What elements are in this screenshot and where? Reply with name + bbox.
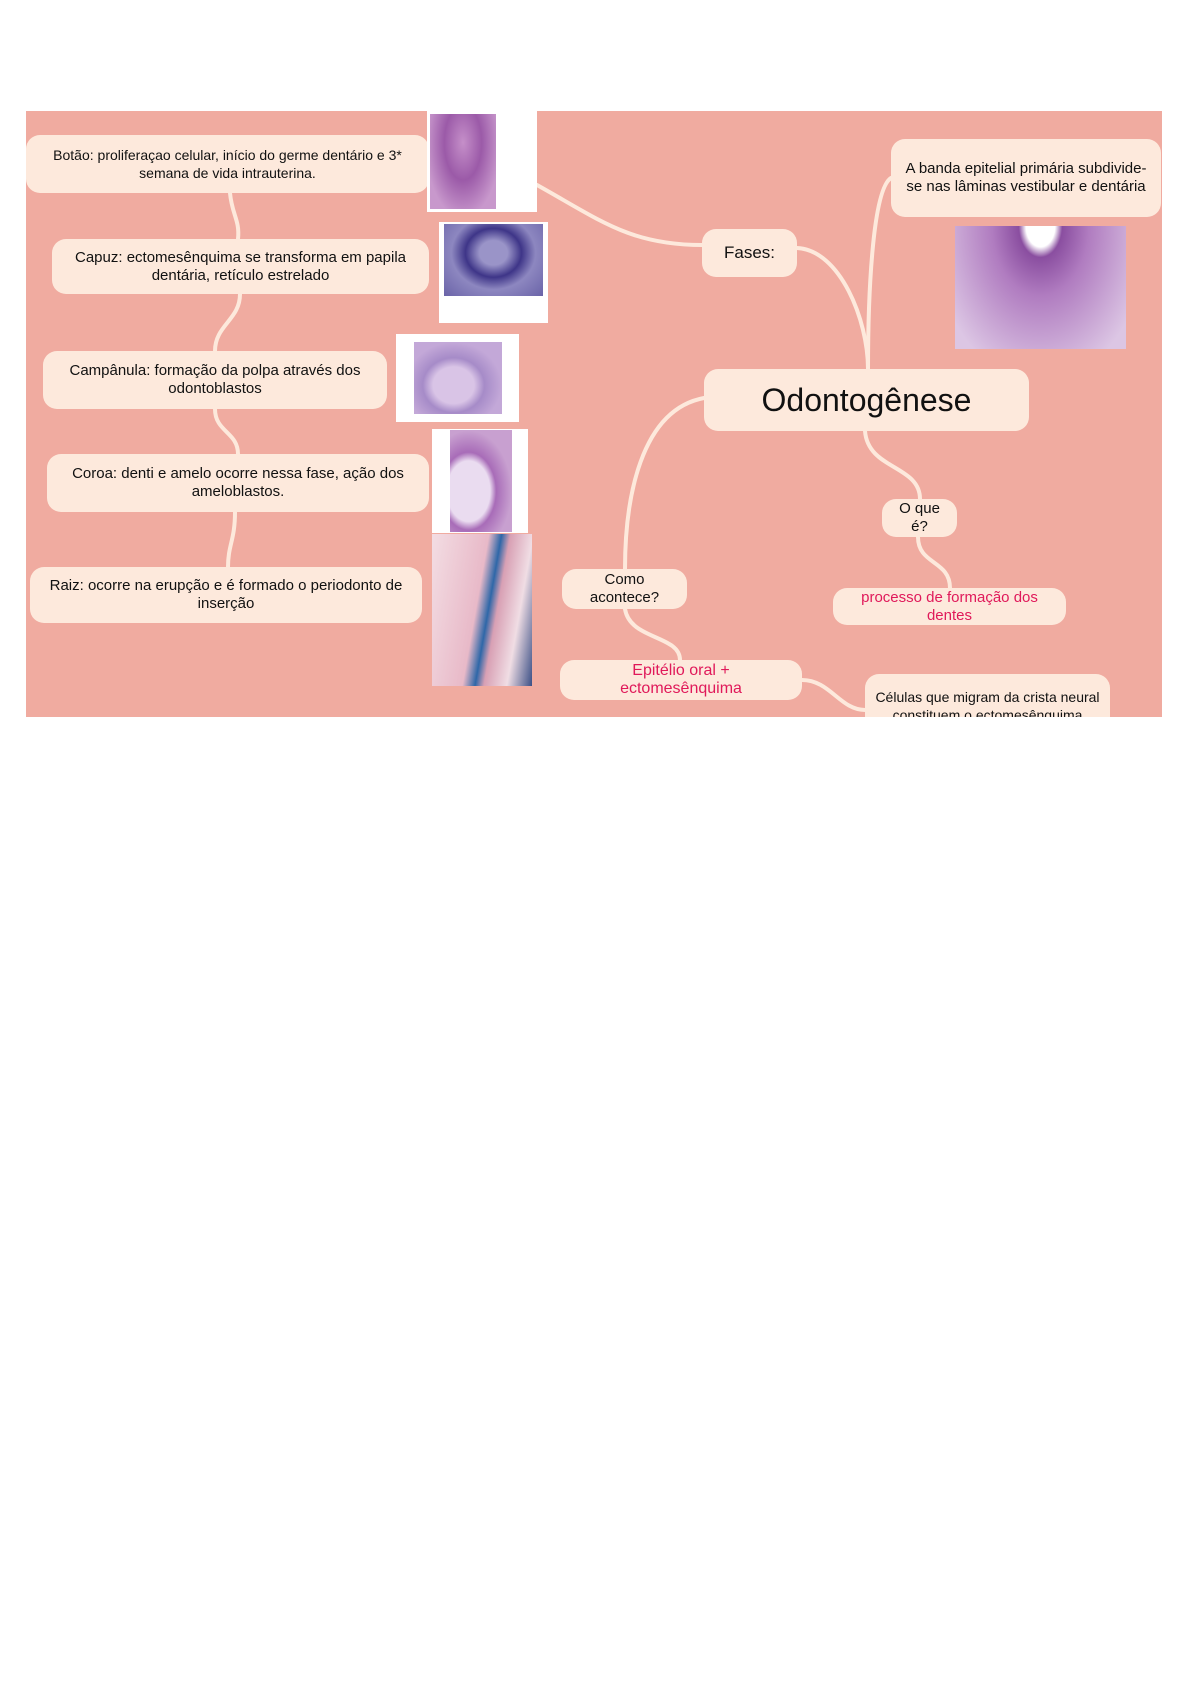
- phase-capuz-node[interactable]: Capuz: ectomesênquima se transforma em p…: [52, 239, 429, 294]
- phase-botao-node[interactable]: Botão: proliferaçao celular, início do g…: [26, 135, 429, 193]
- epitelio-text: Epitélio oral + ectomesênquima: [620, 662, 742, 697]
- phase-raiz-text: Raiz: ocorre na erupção e é formado o pe…: [49, 577, 403, 612]
- como-acontece-node[interactable]: Como acontece?: [562, 569, 687, 609]
- campanula-histology-image: [396, 334, 519, 422]
- raiz-histology-image: [432, 534, 532, 686]
- botao-histology-image: [427, 111, 537, 212]
- central-topic-node[interactable]: Odontogênese: [704, 369, 1029, 431]
- central-topic-title: Odontogênese: [761, 382, 972, 418]
- como-acontece-label: Como acontece?: [589, 571, 660, 606]
- phase-raiz-node[interactable]: Raiz: ocorre na erupção e é formado o pe…: [30, 567, 422, 623]
- o-que-e-node[interactable]: O que é?: [882, 499, 957, 537]
- celulas-text: Células que migram da crista neural cons…: [875, 689, 1100, 717]
- fases-node[interactable]: Fases:: [702, 229, 797, 277]
- banda-histology-image: [955, 226, 1126, 349]
- fases-label: Fases:: [723, 243, 776, 262]
- banda-text: A banda epitelial primária subdivide-se …: [905, 160, 1147, 195]
- phase-coroa-node[interactable]: Coroa: denti e amelo ocorre nessa fase, …: [47, 454, 429, 512]
- capuz-histology-image: [439, 222, 548, 323]
- processo-text: processo de formação dos dentes: [861, 588, 1038, 624]
- phase-botao-text: Botão: proliferaçao celular, início do g…: [53, 147, 402, 181]
- processo-node[interactable]: processo de formação dos dentes: [833, 588, 1066, 625]
- phase-campanula-text: Campânula: formação da polpa através dos…: [69, 362, 361, 397]
- o-que-e-label: O que é?: [899, 500, 940, 535]
- coroa-histology-image: [432, 429, 528, 533]
- epitelio-node[interactable]: Epitélio oral + ectomesênquima: [560, 660, 802, 700]
- banda-node[interactable]: A banda epitelial primária subdivide-se …: [891, 139, 1161, 217]
- phase-coroa-text: Coroa: denti e amelo ocorre nessa fase, …: [72, 465, 404, 500]
- phase-campanula-node[interactable]: Campânula: formação da polpa através dos…: [43, 351, 387, 409]
- celulas-node[interactable]: Células que migram da crista neural cons…: [865, 674, 1110, 717]
- celulas-node-clip: Células que migram da crista neural cons…: [865, 674, 1110, 717]
- phase-capuz-text: Capuz: ectomesênquima se transforma em p…: [75, 248, 406, 284]
